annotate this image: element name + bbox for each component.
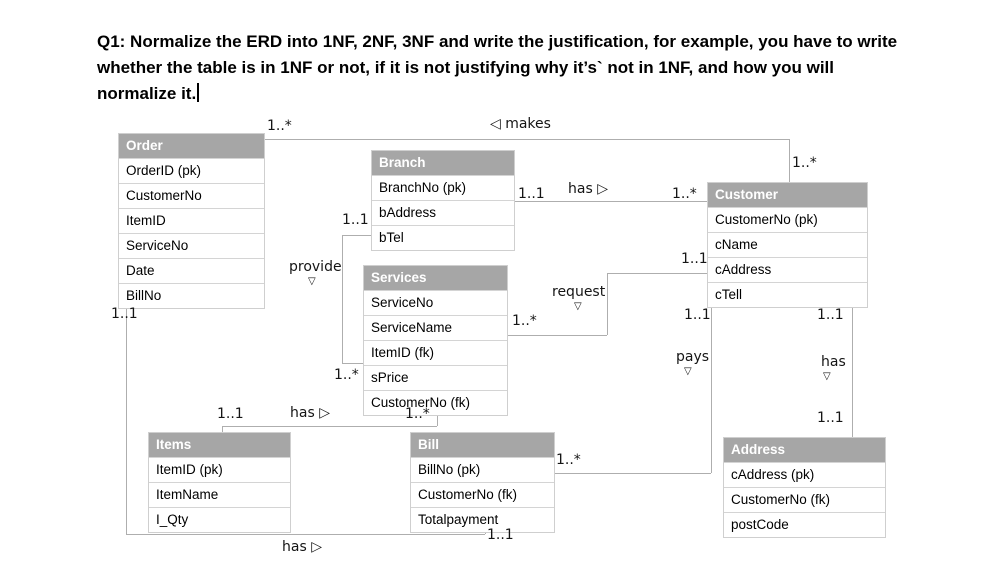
entity-bill-field-customerno: CustomerNo (fk)	[411, 482, 554, 507]
connector-provide-vertical	[342, 235, 343, 363]
entity-address-field-caddress: cAddress (pk)	[724, 462, 885, 487]
connector-request-bottom	[508, 335, 607, 336]
entity-order[interactable]: Order OrderID (pk) CustomerNo ItemID Ser…	[118, 133, 265, 309]
cardinality-services-provide[interactable]: 1..*	[334, 367, 359, 383]
entity-bill[interactable]: Bill BillNo (pk) CustomerNo (fk) Totalpa…	[410, 432, 555, 533]
entity-branch-field-btel: bTel	[372, 225, 514, 250]
entity-branch-field-branchno: BranchNo (pk)	[372, 175, 514, 200]
entity-order-field-billno: BillNo	[119, 283, 264, 308]
entity-items-field-itemid: ItemID (pk)	[149, 457, 290, 482]
entity-customer-field-caddress: cAddress	[708, 257, 867, 282]
relationship-label-customer-has[interactable]: has	[821, 354, 846, 370]
entity-address-field-postcode: postCode	[724, 512, 885, 537]
triangle-down-request-icon: ▽	[574, 301, 582, 312]
relationship-label-items-has[interactable]: has ▷	[290, 405, 330, 421]
connector-request-top	[607, 273, 707, 274]
cardinality-order-hasbill[interactable]: 1..1	[111, 306, 138, 322]
entity-services-field-servicename: ServiceName	[364, 315, 507, 340]
entity-customer-field-ctell: cTell	[708, 282, 867, 307]
entity-address-field-customerno: CustomerNo (fk)	[724, 487, 885, 512]
connector-branch-customer-has	[515, 201, 707, 202]
cardinality-branch-has[interactable]: 1..1	[518, 186, 545, 202]
connector-provide-top	[342, 235, 371, 236]
triangle-down-pays-icon: ▽	[684, 366, 692, 377]
entity-services-title: Services	[364, 266, 507, 290]
connector-provide-bottom	[342, 363, 363, 364]
relationship-label-branch-has[interactable]: has ▷	[568, 181, 608, 197]
entity-services-field-customerno: CustomerNo (fk)	[364, 390, 507, 415]
text-cursor	[197, 83, 200, 102]
triangle-down-has-icon: ▽	[823, 371, 831, 382]
connector-pays-horizontal	[555, 473, 711, 474]
entity-branch-title: Branch	[372, 151, 514, 175]
entity-order-field-itemid: ItemID	[119, 208, 264, 233]
entity-order-field-date: Date	[119, 258, 264, 283]
entity-address-title: Address	[724, 438, 885, 462]
relationship-label-makes[interactable]: ◁ makes	[490, 116, 551, 132]
cardinality-customer-pays[interactable]: 1..1	[684, 307, 711, 323]
entity-services-field-itemid: ItemID (fk)	[364, 340, 507, 365]
cardinality-customer-hasaddress[interactable]: 1..1	[817, 307, 844, 323]
question-text-content: Q1: Normalize the ERD into 1NF, 2NF, 3NF…	[97, 32, 898, 103]
connector-items-services-left	[222, 426, 223, 432]
entity-address[interactable]: Address cAddress (pk) CustomerNo (fk) po…	[723, 437, 886, 538]
entity-order-field-serviceno: ServiceNo	[119, 233, 264, 258]
entity-services[interactable]: Services ServiceNo ServiceName ItemID (f…	[363, 265, 508, 416]
entity-bill-field-billno: BillNo (pk)	[411, 457, 554, 482]
entity-branch[interactable]: Branch BranchNo (pk) bAddress bTel	[371, 150, 515, 251]
connector-order-bill-bottom	[126, 534, 485, 535]
cardinality-services-hasitems[interactable]: 1..*	[405, 406, 430, 422]
question-text[interactable]: Q1: Normalize the ERD into 1NF, 2NF, 3NF…	[97, 29, 915, 107]
entity-items-field-iqty: I_Qty	[149, 507, 290, 532]
entity-order-field-customerno: CustomerNo	[119, 183, 264, 208]
cardinality-order-makes[interactable]: 1..*	[267, 118, 292, 134]
entity-bill-title: Bill	[411, 433, 554, 457]
relationship-label-order-hasbill[interactable]: has ▷	[282, 539, 322, 555]
cardinality-items-has[interactable]: 1..1	[217, 406, 244, 422]
relationship-label-pays[interactable]: pays	[676, 349, 710, 365]
entity-bill-field-totalpayment: Totalpayment	[411, 507, 554, 532]
entity-customer-field-customerno: CustomerNo (pk)	[708, 207, 867, 232]
connector-items-services-horizontal	[222, 426, 437, 427]
connector-items-services-right	[437, 409, 438, 426]
cardinality-bill-hasorder[interactable]: 1..1	[487, 527, 514, 543]
cardinality-address-has[interactable]: 1..1	[817, 410, 844, 426]
relationship-label-request[interactable]: request	[552, 284, 606, 300]
triangle-down-provide-icon: ▽	[308, 276, 316, 287]
connector-request-vertical	[607, 273, 608, 335]
connector-customer-address-has	[852, 302, 853, 437]
connector-makes-vertical	[789, 139, 790, 182]
entity-services-field-sprice: sPrice	[364, 365, 507, 390]
entity-order-field-orderid: OrderID (pk)	[119, 158, 264, 183]
entity-items-field-itemname: ItemName	[149, 482, 290, 507]
cardinality-services-request[interactable]: 1..*	[512, 313, 537, 329]
cardinality-bill-pays[interactable]: 1..*	[556, 452, 581, 468]
entity-branch-field-baddress: bAddress	[372, 200, 514, 225]
connector-order-bill-left	[126, 301, 127, 534]
entity-customer[interactable]: Customer CustomerNo (pk) cName cAddress …	[707, 182, 868, 308]
connector-pays-vertical	[711, 302, 712, 473]
entity-customer-title: Customer	[708, 183, 867, 207]
entity-order-title: Order	[119, 134, 264, 158]
cardinality-branch-provide[interactable]: 1..1	[342, 212, 369, 228]
entity-customer-field-cname: cName	[708, 232, 867, 257]
connector-makes-horizontal	[265, 139, 789, 140]
cardinality-customer-makes[interactable]: 1..*	[792, 155, 817, 171]
cardinality-customer-hasbranch[interactable]: 1..*	[672, 186, 697, 202]
relationship-label-provide[interactable]: provide	[289, 259, 342, 275]
cardinality-customer-request[interactable]: 1..1	[681, 251, 708, 267]
entity-items-title: Items	[149, 433, 290, 457]
entity-items[interactable]: Items ItemID (pk) ItemName I_Qty	[148, 432, 291, 533]
entity-services-field-serviceno: ServiceNo	[364, 290, 507, 315]
